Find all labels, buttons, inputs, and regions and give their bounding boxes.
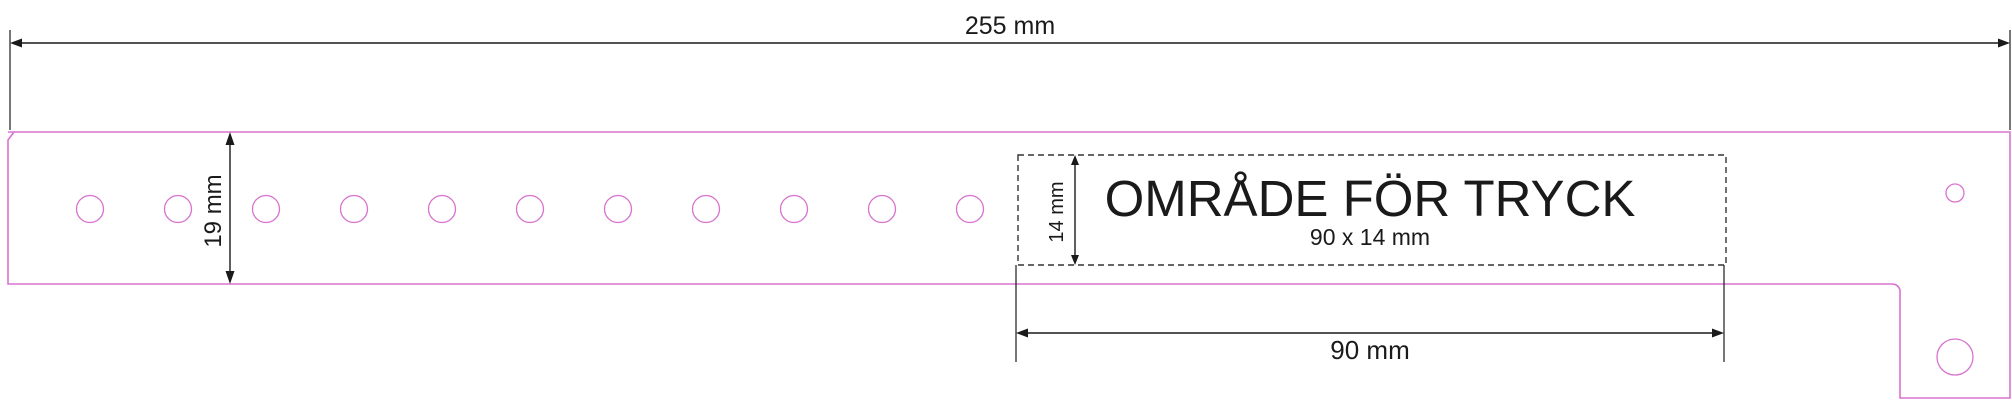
print-height-dimension: 14 mm [1046, 155, 1079, 265]
arrowhead-bottom [225, 271, 235, 284]
print-area-box [1017, 154, 1727, 266]
strap-hole [779, 194, 809, 224]
tab-large-hole [1936, 338, 1974, 376]
print-width-label: 90 mm [1330, 335, 1409, 365]
strap-hole [515, 194, 545, 224]
arrowhead-right [1712, 328, 1724, 338]
arrowhead-right [1998, 38, 2010, 48]
tab-small-hole [1945, 183, 1965, 203]
strap-hole [427, 194, 457, 224]
strap-hole [691, 194, 721, 224]
arrowhead-top [1071, 155, 1079, 165]
strap-hole [603, 194, 633, 224]
strap-hole [867, 194, 897, 224]
strap-hole [163, 194, 193, 224]
total-length-dimension: 255 mm [9, 12, 2011, 130]
arrowhead-top [225, 132, 235, 145]
print-area-title: OMRÅDE FÖR TRYCK [1105, 170, 1636, 227]
print-width-dimension: 90 mm [1015, 265, 1725, 365]
band-height-dimension: 19 mm [200, 132, 235, 284]
print-area-size: 90 x 14 mm [1310, 224, 1430, 250]
strap-hole [955, 194, 985, 224]
strap-hole [251, 194, 281, 224]
arrowhead-left [1016, 328, 1028, 338]
total-length-label: 255 mm [965, 12, 1055, 40]
wristband-outline [7, 131, 2011, 399]
arrowhead-left [10, 38, 22, 48]
strap-hole [75, 194, 105, 224]
arrowhead-bottom [1071, 255, 1079, 265]
print-area: OMRÅDE FÖR TRYCK 90 x 14 mm [1017, 154, 1727, 266]
strap-holes [75, 183, 1974, 376]
print-height-label: 14 mm [1046, 181, 1068, 242]
band-height-label: 19 mm [200, 174, 227, 247]
strap-hole [339, 194, 369, 224]
